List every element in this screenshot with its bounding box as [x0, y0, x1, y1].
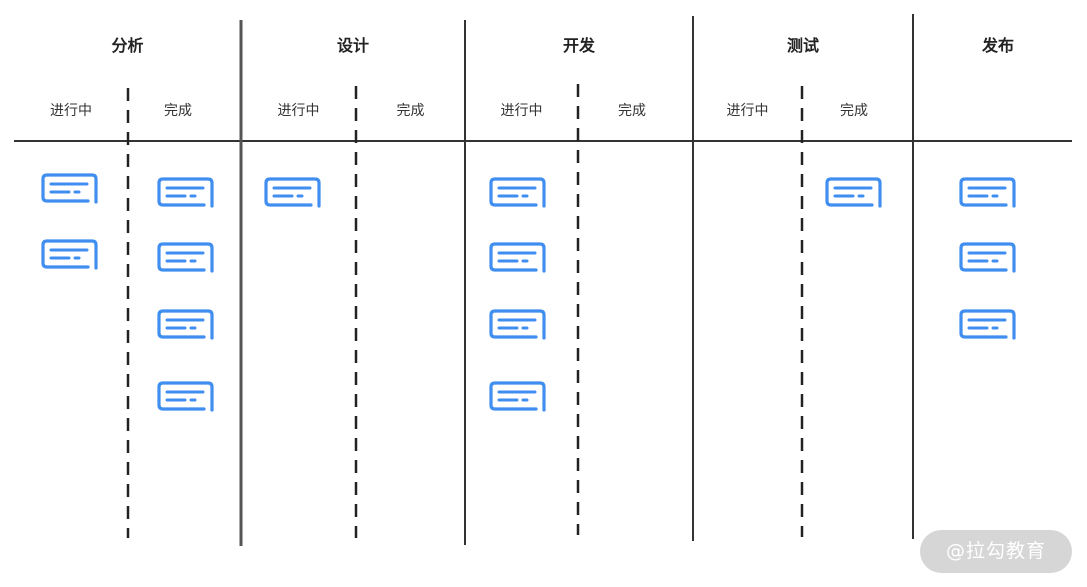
task-card[interactable]: [39, 171, 101, 205]
stage-title-design: 设计: [336, 36, 369, 55]
task-card[interactable]: [155, 175, 217, 209]
stage-title-analysis: 分析: [111, 36, 144, 55]
stage-title-development: 开发: [562, 36, 595, 55]
task-card[interactable]: [155, 379, 217, 413]
subcolumn-label-in-progress: 进行中: [726, 103, 769, 119]
task-card[interactable]: [957, 240, 1019, 274]
subcolumn-label-done: 完成: [618, 103, 646, 119]
subcolumn-label-done: 完成: [164, 103, 192, 119]
subcolumn-label-in-progress: 进行中: [500, 103, 543, 119]
message-card-icon: [489, 309, 546, 340]
message-card-icon: [489, 242, 546, 273]
message-card-icon: [157, 242, 214, 273]
message-card-icon: [825, 177, 882, 208]
stage-title-testing: 测试: [786, 36, 819, 55]
task-card[interactable]: [823, 175, 885, 209]
message-card-icon: [157, 309, 214, 340]
message-card-icon: [489, 381, 546, 412]
subcolumn-label-done: 完成: [840, 103, 868, 119]
task-card[interactable]: [487, 379, 549, 413]
message-card-icon: [264, 177, 321, 208]
message-card-icon: [489, 177, 546, 208]
message-card-icon: [157, 177, 214, 208]
subcolumn-label-in-progress: 进行中: [50, 103, 92, 119]
stage-title-release: 发布: [981, 36, 1014, 55]
message-card-icon: [41, 239, 98, 270]
subcolumn-label-done: 完成: [396, 103, 425, 119]
message-card-icon: [959, 177, 1016, 208]
task-card[interactable]: [487, 240, 549, 274]
message-card-icon: [959, 242, 1016, 273]
message-card-icon: [41, 173, 98, 204]
task-card[interactable]: [957, 307, 1019, 341]
task-card[interactable]: [487, 307, 549, 341]
subcolumn-label-in-progress: 进行中: [277, 103, 320, 119]
task-card[interactable]: [39, 237, 101, 271]
message-card-icon: [959, 309, 1016, 340]
task-card[interactable]: [155, 240, 217, 274]
task-card[interactable]: [262, 175, 324, 209]
watermark: @拉勾教育: [920, 530, 1072, 573]
task-card[interactable]: [487, 175, 549, 209]
task-card[interactable]: [957, 175, 1019, 209]
task-card[interactable]: [155, 307, 217, 341]
message-card-icon: [157, 381, 214, 412]
